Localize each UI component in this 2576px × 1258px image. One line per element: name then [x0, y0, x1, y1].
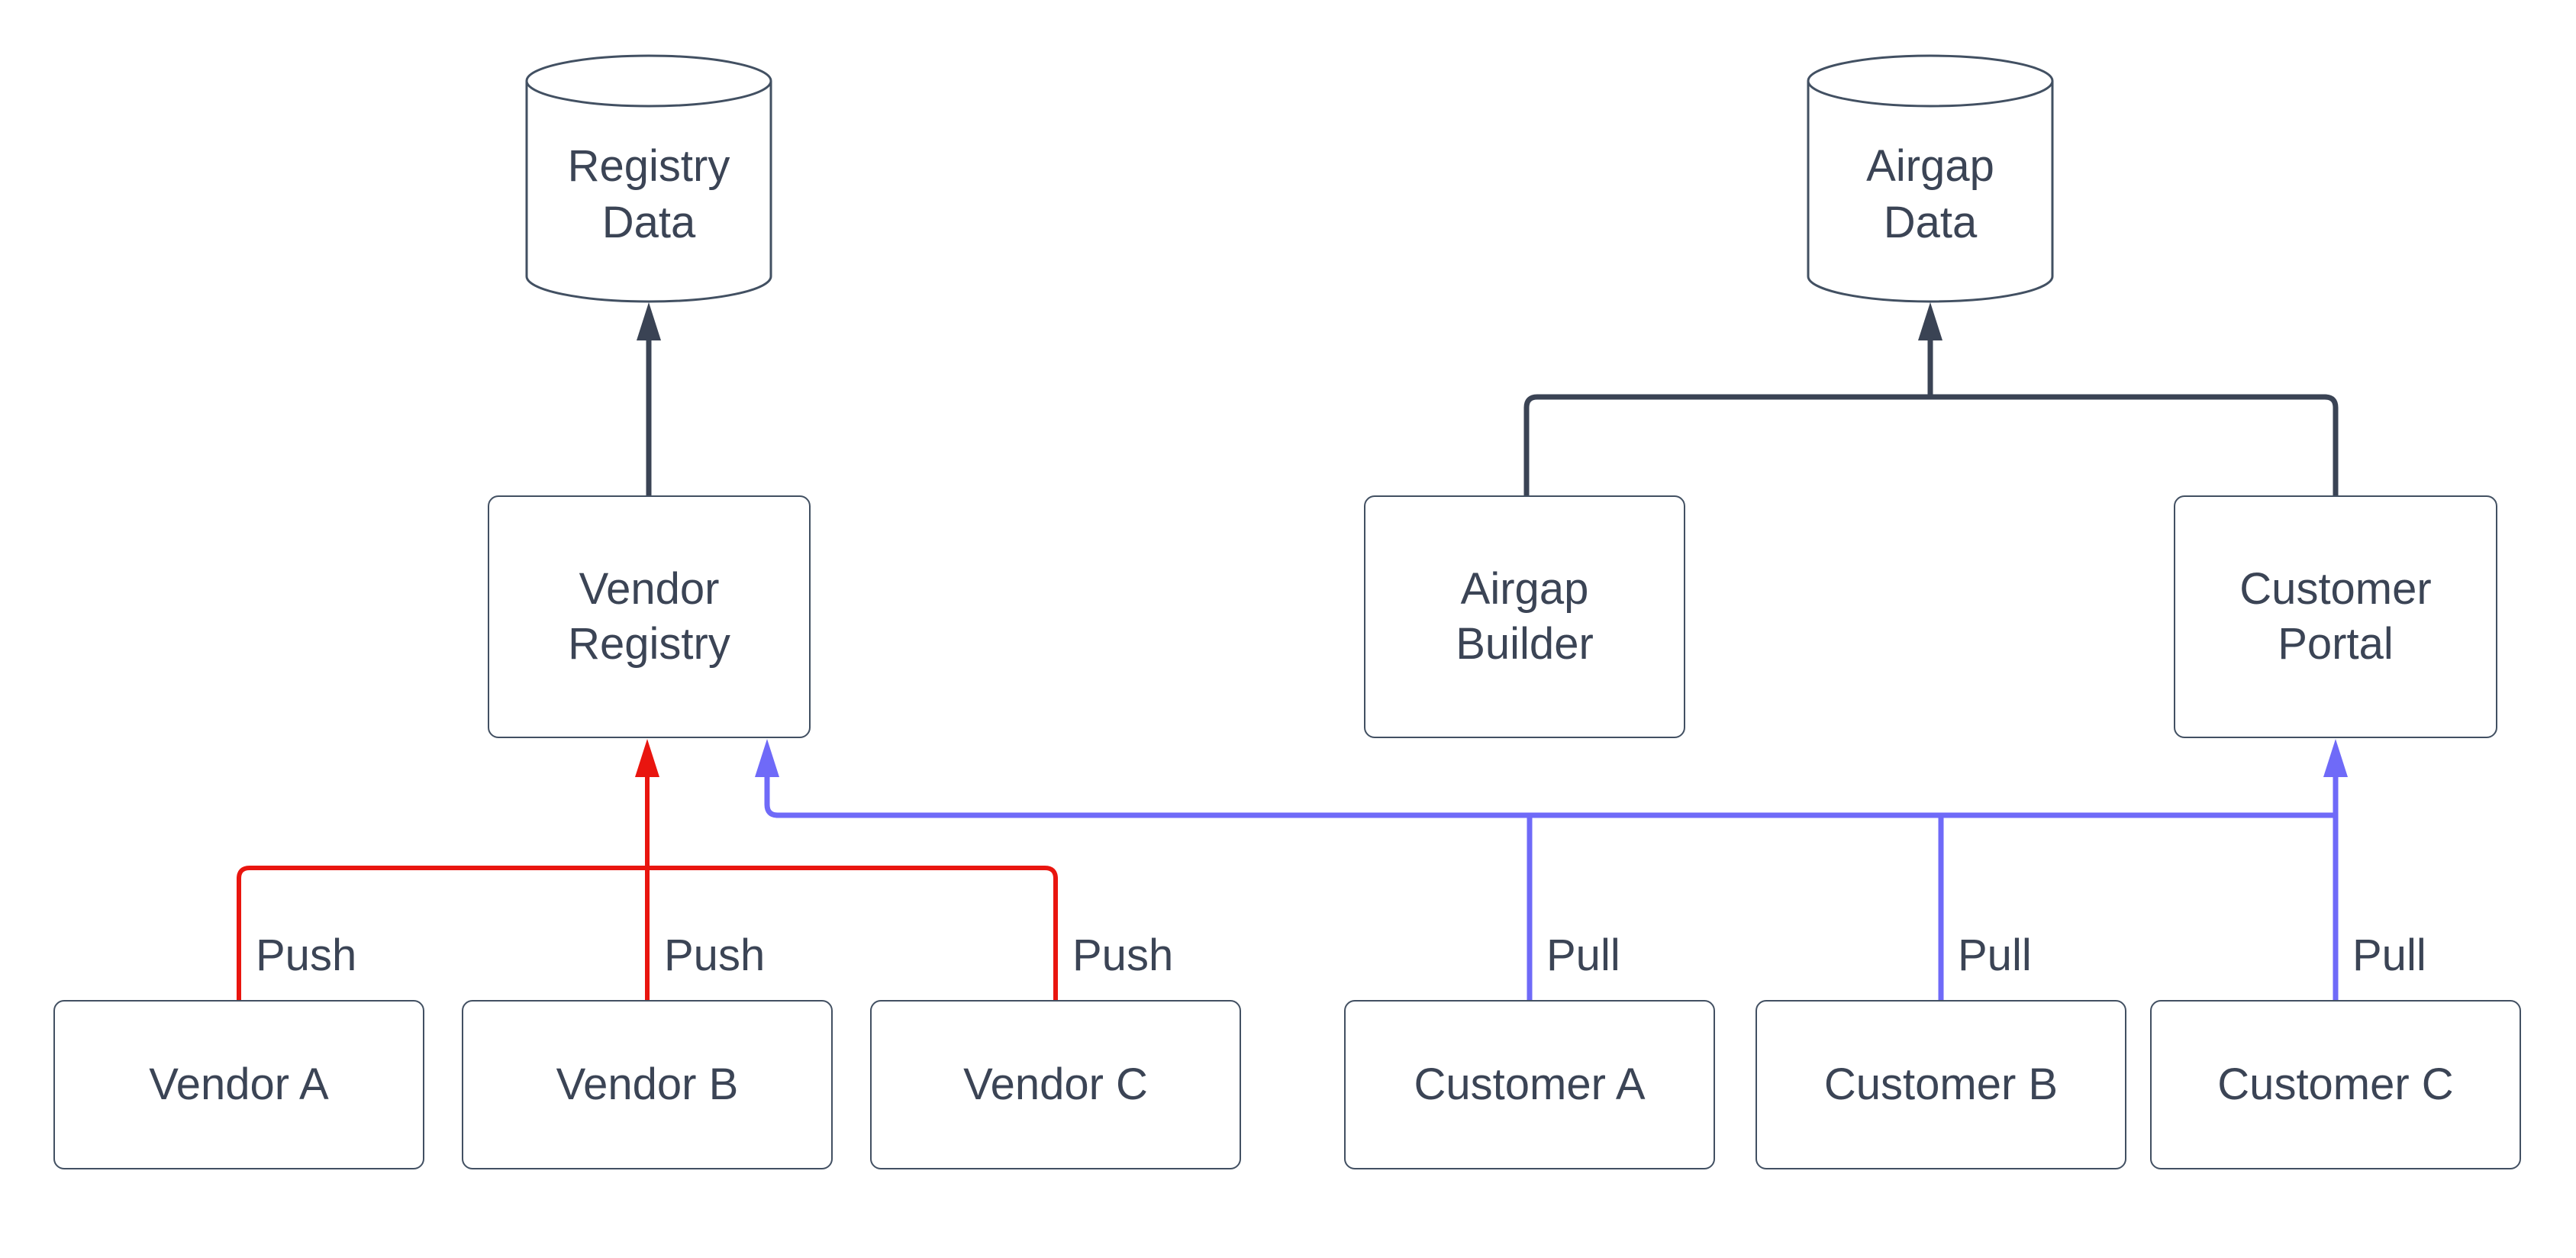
- node-label-line: Data: [1883, 198, 1978, 247]
- edge-pull-trunk: [764, 776, 2336, 818]
- node-label: Vendor B: [556, 1060, 739, 1109]
- edge-label-pull-customer-a: Pull: [1546, 931, 1620, 980]
- node-airgap-builder: Airgap Builder: [1364, 495, 1685, 738]
- node-airgap-data: Airgap Data: [1808, 99, 2052, 290]
- node-label-line: Airgap: [1460, 564, 1589, 614]
- node-label: Customer B: [1823, 1060, 2059, 1109]
- node-customer-b: Customer B: [1755, 1000, 2126, 1169]
- node-label-line: Airgap: [1866, 141, 1994, 191]
- arrowhead-registry-data: [637, 302, 661, 340]
- node-label: Customer A: [1414, 1060, 1646, 1109]
- node-vendor-b: Vendor B: [462, 1000, 833, 1169]
- node-vendor-c: Vendor C: [870, 1000, 1241, 1169]
- node-label-line: Registry: [568, 619, 730, 669]
- arrowhead-vendor-registry-pull: [755, 739, 779, 777]
- node-customer-a: Customer A: [1344, 1000, 1715, 1169]
- edge-label-pull-customer-c: Pull: [2352, 931, 2426, 980]
- node-customer-portal: Customer Portal: [2174, 495, 2497, 738]
- node-vendor-a: Vendor A: [53, 1000, 424, 1169]
- edge-airgap-builder-customer-portal-trunk: [1523, 394, 2339, 496]
- node-label-line: Customer: [2239, 564, 2432, 614]
- edge-label-push-vendor-a: Push: [256, 931, 357, 980]
- arrowhead-customer-portal-pull: [2323, 739, 2348, 777]
- node-vendor-registry: Vendor Registry: [488, 495, 811, 738]
- node-registry-data: Registry Data: [527, 99, 771, 290]
- node-label: Vendor C: [963, 1060, 1148, 1109]
- edge-label-pull-customer-b: Pull: [1958, 931, 2032, 980]
- arrowhead-vendor-registry-push: [635, 739, 659, 777]
- node-label-line: Portal: [2278, 619, 2394, 669]
- edge-label-push-vendor-c: Push: [1072, 931, 1174, 980]
- node-label: Vendor A: [149, 1060, 329, 1109]
- edge-push-trunk: [237, 866, 1058, 1000]
- arrowhead-airgap-data: [1918, 302, 1942, 340]
- node-label-line: Registry: [567, 141, 730, 191]
- node-label: Customer C: [2217, 1060, 2454, 1109]
- edge-label-push-vendor-b: Push: [664, 931, 766, 980]
- node-label-line: Data: [601, 198, 696, 247]
- node-label-line: Vendor: [579, 564, 720, 614]
- node-customer-c: Customer C: [2150, 1000, 2521, 1169]
- node-label-line: Builder: [1456, 619, 1594, 669]
